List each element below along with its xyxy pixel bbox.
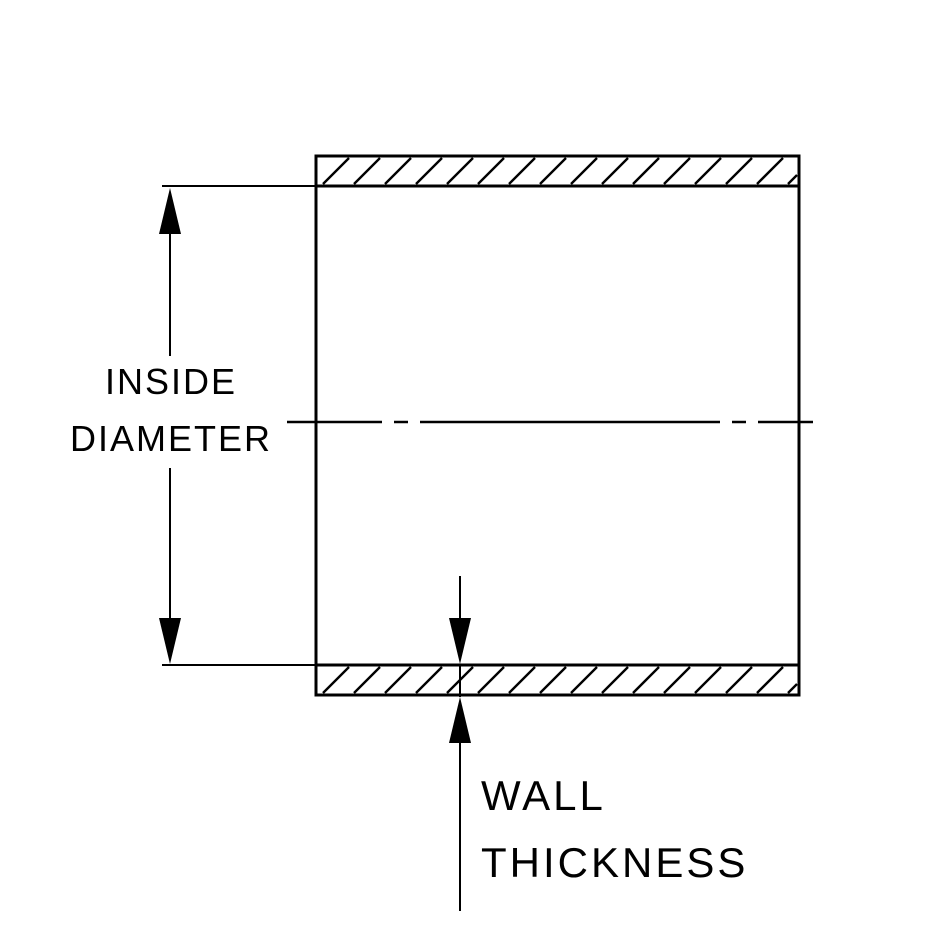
hatch-line — [632, 666, 660, 694]
tube-outline — [314, 154, 801, 697]
arrow-up-icon — [159, 188, 181, 234]
hatch-line — [756, 157, 784, 185]
wall-thickness-label-line2: THICKNESS — [481, 839, 748, 886]
hatch-line — [694, 157, 722, 185]
wall-thickness-label-line1: WALL — [481, 772, 606, 819]
hatch-line — [477, 157, 505, 185]
hatch-line — [446, 157, 474, 185]
hatch-line — [415, 666, 443, 694]
arrow-down-icon — [449, 618, 471, 664]
hatch-line — [322, 666, 350, 694]
hatch-line — [601, 157, 629, 185]
hatch-line — [508, 666, 536, 694]
inside-diameter-label-line1: INSIDE — [105, 361, 237, 402]
hatch-line — [663, 666, 691, 694]
hatch-line — [384, 157, 412, 185]
hatch-line — [570, 666, 598, 694]
inside-diameter-dimension — [159, 185, 316, 666]
hatch-line — [353, 157, 381, 185]
tube-cross-section — [287, 154, 813, 697]
hatch-line — [787, 174, 798, 185]
wall-thickness-dimension — [449, 576, 471, 911]
hatch-line — [415, 157, 443, 185]
hatch-line — [725, 157, 753, 185]
hatch-line — [601, 666, 629, 694]
hatch-line — [725, 666, 753, 694]
arrow-down-icon — [159, 618, 181, 664]
hatch-line — [384, 666, 412, 694]
bottom-wall-hatching — [322, 666, 798, 694]
hatch-line — [539, 666, 567, 694]
hatch-line — [508, 157, 536, 185]
hatch-line — [756, 666, 784, 694]
hatch-line — [353, 666, 381, 694]
hatch-line — [694, 666, 722, 694]
hatch-line — [322, 157, 350, 185]
hatch-line — [477, 666, 505, 694]
top-wall-hatching — [322, 157, 798, 185]
hatch-line — [539, 157, 567, 185]
hatch-line — [570, 157, 598, 185]
inside-diameter-label-line2: DIAMETER — [70, 418, 272, 459]
hatch-line — [663, 157, 691, 185]
arrow-up-icon — [449, 697, 471, 743]
hatch-line — [787, 683, 798, 694]
hatch-line — [632, 157, 660, 185]
